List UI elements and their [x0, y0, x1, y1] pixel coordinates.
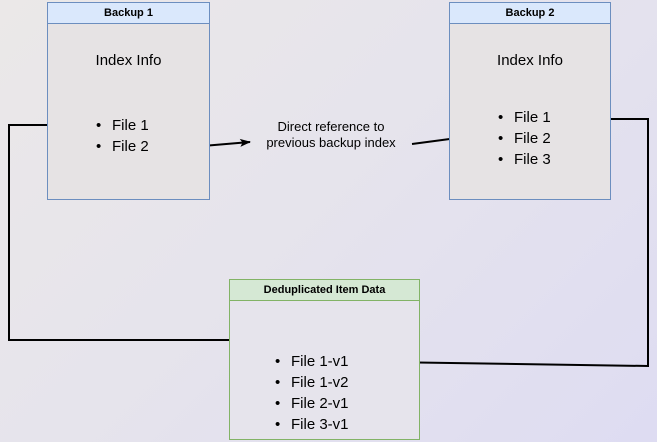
edge-label-line-2: previous backup index: [266, 135, 396, 150]
list-item: File 1: [498, 107, 551, 128]
node-backup-1-body: Index Info File 1 File 2: [48, 24, 209, 199]
list-item: File 1-v1: [275, 351, 349, 372]
node-backup-1-index-label: Index Info: [95, 52, 162, 69]
node-backup-1-file-list: File 1 File 2: [96, 115, 149, 157]
list-item: File 2: [498, 128, 551, 149]
node-backup-2[interactable]: Backup 2 Index Info File 1 File 2 File 3: [449, 2, 611, 200]
list-item: File 3: [498, 149, 551, 170]
node-backup-2-index-label: Index Info: [497, 52, 563, 69]
node-deduplicated-item-data-header: Deduplicated Item Data: [230, 280, 419, 301]
list-item: File 1: [96, 115, 149, 136]
edge-label-direct-reference: Direct reference to previous backup inde…: [252, 119, 410, 151]
list-item: File 1-v2: [275, 372, 349, 393]
node-backup-2-file-list: File 1 File 2 File 3: [498, 107, 551, 170]
node-backup-1-header: Backup 1: [48, 3, 209, 24]
node-backup-1[interactable]: Backup 1 Index Info File 1 File 2: [47, 2, 210, 200]
node-deduplicated-item-data-body: File 1-v1 File 1-v2 File 2-v1 File 3-v1: [230, 301, 419, 439]
list-item: File 2: [96, 136, 149, 157]
node-deduplicated-file-list: File 1-v1 File 1-v2 File 2-v1 File 3-v1: [275, 351, 349, 435]
node-deduplicated-item-data[interactable]: Deduplicated Item Data File 1-v1 File 1-…: [229, 279, 420, 440]
node-backup-2-body: Index Info File 1 File 2 File 3: [450, 24, 610, 199]
list-item: File 3-v1: [275, 414, 349, 435]
edge-label-line-1: Direct reference to: [277, 119, 385, 134]
list-item: File 2-v1: [275, 393, 349, 414]
node-backup-2-header: Backup 2: [450, 3, 610, 24]
